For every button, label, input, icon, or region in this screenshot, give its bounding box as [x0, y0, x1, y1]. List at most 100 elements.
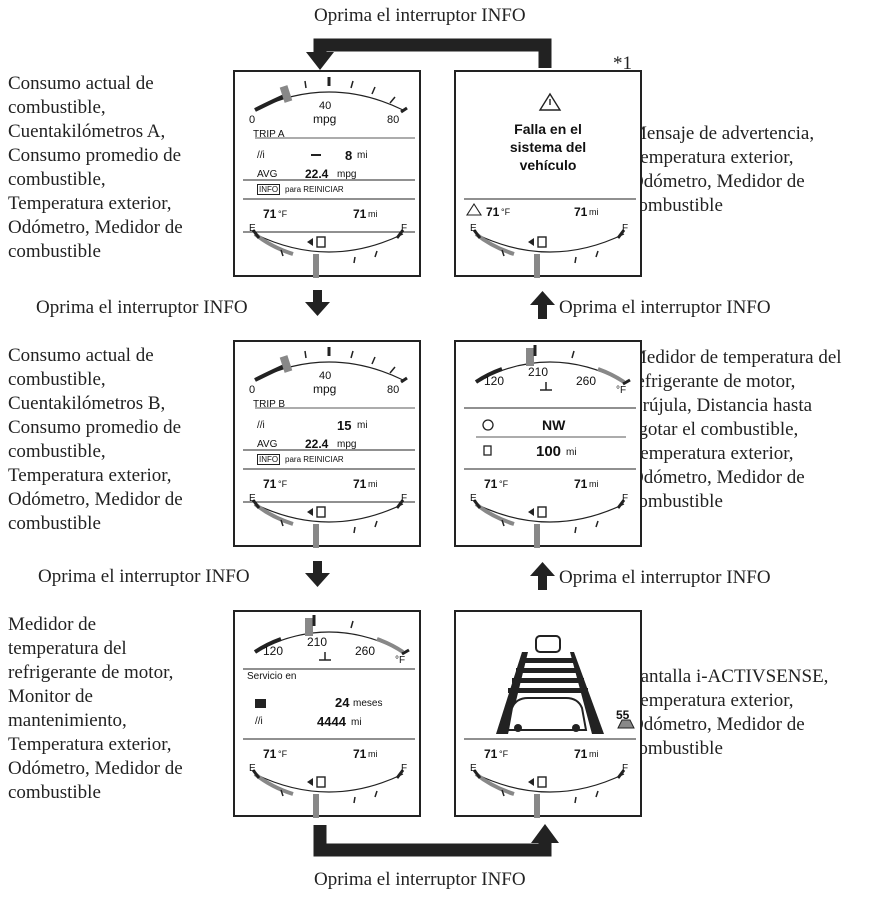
desc-line: Temperatura exterior, [8, 193, 172, 214]
desc-line: temperatura del [8, 638, 127, 659]
caption-down-2: Oprima el interruptor INFO [38, 566, 250, 587]
coolant-mid-label: 210 [307, 635, 328, 649]
coolant-max-label: 260 [576, 374, 597, 388]
reset-label: para REINICIAR [285, 455, 344, 464]
odometer-value: 71 [574, 747, 588, 761]
desc-line: Consumo actual de [8, 345, 154, 366]
desc-line: Odómetro, Medidor de [630, 467, 805, 488]
mpg-min-label: 0 [249, 384, 256, 396]
display-panel-compass: 120 210 260 °F NW 100 mi 71 °F 71 mi E F [454, 340, 642, 548]
desc-line: combustible, [8, 441, 106, 462]
desc-line: combustible [630, 738, 723, 759]
mpg-min-label: 0 [249, 114, 256, 126]
down-arrow-2-shaft [313, 561, 322, 575]
trip-distance-value: 15 [337, 418, 352, 433]
coolant-max-label: 260 [355, 644, 376, 658]
desc-line: Cuentakilómetros A, [8, 121, 166, 142]
warning-line: vehículo [519, 157, 577, 173]
info-badge: INFO [257, 454, 281, 465]
description-panel-3: Medidor de temperatura del refrigerante … [8, 613, 183, 805]
desc-line: Monitor de [8, 686, 93, 707]
description-panel-2: Consumo actual de combustible, Cuentakil… [8, 344, 183, 536]
odometer-unit: mi [589, 479, 599, 489]
distance-icon: //i [255, 716, 263, 727]
desc-line: combustible [8, 241, 101, 262]
desc-line: combustible, [8, 169, 106, 190]
fuel-empty-label: E [470, 223, 477, 234]
fuel-pump-icon [483, 445, 492, 456]
caption-top: Oprima el interruptor INFO [314, 5, 526, 26]
coolant-mid-label: 210 [528, 365, 549, 379]
desc-line: Temperatura exterior, [630, 443, 794, 464]
down-arrow-1-shaft [313, 290, 322, 304]
desc-line: Pantalla i-ACTIVSENSE, [630, 666, 829, 687]
bottom-loop-arrow [313, 825, 552, 857]
months-unit: meses [353, 698, 383, 709]
desc-line: combustible [8, 513, 101, 534]
outside-temp-unit: °F [278, 749, 288, 759]
own-car-icon [506, 697, 588, 731]
desc-line: Medidor de temperatura del [630, 347, 842, 368]
desc-line: Consumo promedio de [8, 417, 182, 438]
desc-line: Odómetro, Medidor de [630, 171, 805, 192]
mpg-gauge-graphic [243, 347, 415, 548]
outside-temp-unit: °F [501, 207, 511, 217]
coolant-unit-label: °F [616, 385, 627, 396]
desc-line: Mensaje de advertencia, [630, 123, 815, 144]
mpg-unit-label: mpg [313, 382, 337, 396]
display-panel-i-activsense: 55 71 °F 71 mi E F [454, 610, 642, 818]
top-loop-arrowhead [306, 52, 334, 70]
compass-heading: NW [542, 417, 566, 433]
display-panel-trip-b: 0 40 mpg 80 TRIP B //i 15 mi AVG 22.4 mp… [233, 340, 421, 548]
outside-temp-unit: °F [499, 479, 509, 489]
outside-temp-value: 71 [263, 747, 277, 761]
fuel-full-label: F [622, 763, 629, 774]
outside-temp-value: 71 [263, 207, 277, 221]
trip-distance-icon: //i [257, 420, 265, 431]
odometer-value: 71 [574, 477, 588, 491]
lead-car-icon [535, 635, 561, 653]
trip-distance-value: 8 [345, 148, 353, 163]
footnote-marker: *1 [613, 53, 632, 74]
up-arrow-1-head [530, 291, 555, 305]
trip-distance-unit: mi [357, 420, 368, 431]
fuel-empty-label: E [470, 763, 477, 774]
odometer-value: 71 [353, 477, 367, 491]
avg-value: 22.4 [305, 167, 329, 181]
bottom-loop-arrowhead [531, 824, 559, 843]
desc-line: refrigerante de motor, [8, 662, 174, 683]
reset-label: para REINICIAR [285, 185, 344, 194]
display-panel-maintenance: 120 210 260 °F Servicio en 24 meses //i … [233, 610, 421, 818]
odometer-unit: mi [589, 207, 599, 217]
coolant-unit-label: °F [395, 655, 406, 666]
mpg-mid-label: 40 [319, 370, 332, 382]
desc-line: mantenimiento, [8, 710, 127, 731]
description-panel-6: Pantalla i-ACTIVSENSE, Temperatura exter… [630, 665, 828, 761]
coolant-min-label: 120 [484, 374, 505, 388]
up-arrow-2-shaft [538, 575, 547, 590]
trip-distance-unit: mi [357, 150, 368, 161]
avg-label: AVG [257, 169, 278, 180]
distance-unit: mi [351, 717, 362, 728]
desc-line: combustible [630, 195, 723, 216]
outside-temp-value: 71 [484, 477, 498, 491]
trip-label: TRIP A [253, 129, 285, 140]
mpg-unit-label: mpg [313, 112, 337, 126]
months-value: 24 [335, 695, 350, 710]
avg-unit: mpg [337, 169, 357, 180]
range-value: 100 [536, 443, 562, 460]
warning-graphic [464, 92, 636, 278]
up-arrow-2-head [530, 562, 555, 576]
desc-line: Odómetro, Medidor de [8, 217, 183, 238]
desc-line: refrigerante de motor, [630, 371, 796, 392]
odometer-value: 71 [574, 205, 588, 219]
desc-line: combustible, [8, 97, 106, 118]
desc-line: Temperatura exterior, [630, 147, 794, 168]
fuel-full-label: F [401, 493, 408, 504]
desc-line: Brújula, Distancia hasta [630, 395, 813, 416]
i-activsense-graphic [464, 635, 636, 818]
desc-line: combustible, [8, 369, 106, 390]
fuel-empty-label: E [249, 493, 256, 504]
